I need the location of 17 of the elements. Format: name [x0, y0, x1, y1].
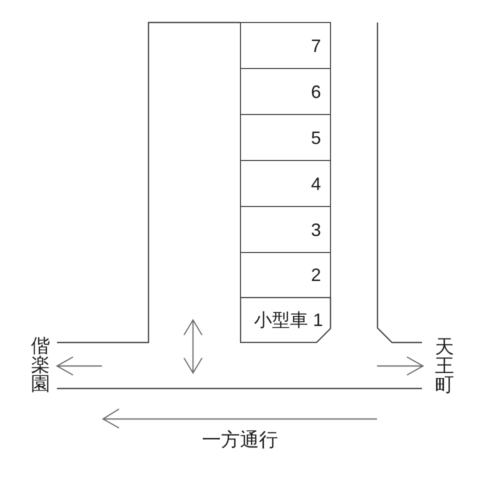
parking-space [240, 22, 331, 69]
parking-space [240, 160, 331, 207]
space-label: 7 [310, 36, 321, 54]
parking-space [240, 297, 332, 343]
one-way-label: 一方通行 [202, 431, 278, 450]
parking-space [240, 252, 331, 298]
space-label: 6 [310, 82, 321, 100]
place-label: 偕楽園 [31, 337, 50, 394]
parking-space [240, 68, 331, 115]
space-label: 小型車 1 [254, 311, 323, 329]
space-label: 2 [310, 266, 321, 284]
place-label: 天王町 [435, 338, 454, 395]
space-label: 5 [310, 128, 321, 146]
parking-space [240, 206, 331, 253]
space-label: 4 [310, 174, 321, 192]
parking-space [240, 114, 331, 161]
space-label: 3 [310, 220, 321, 238]
